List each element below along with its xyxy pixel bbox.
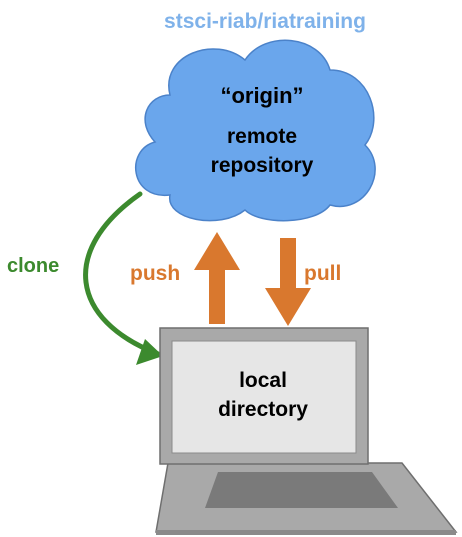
pull-arrow xyxy=(265,238,311,326)
remote-repository-cloud: “origin” remote repository xyxy=(134,39,376,222)
cloud-remote-label: remote xyxy=(227,125,297,148)
cloud-repository-label: repository xyxy=(211,154,314,177)
pull-label: pull xyxy=(304,262,341,285)
laptop: local directory xyxy=(155,327,458,535)
cloud-origin-label: “origin” xyxy=(220,83,303,108)
push-label: push xyxy=(130,262,180,285)
laptop-local-label: local xyxy=(239,369,287,392)
clone-label: clone xyxy=(7,255,59,277)
laptop-directory-label: directory xyxy=(218,398,308,421)
repo-name: stsci-riab/riatraining xyxy=(164,10,366,33)
clone-arrow xyxy=(83,191,163,365)
laptop-screen xyxy=(171,340,357,454)
push-arrow xyxy=(194,232,240,324)
